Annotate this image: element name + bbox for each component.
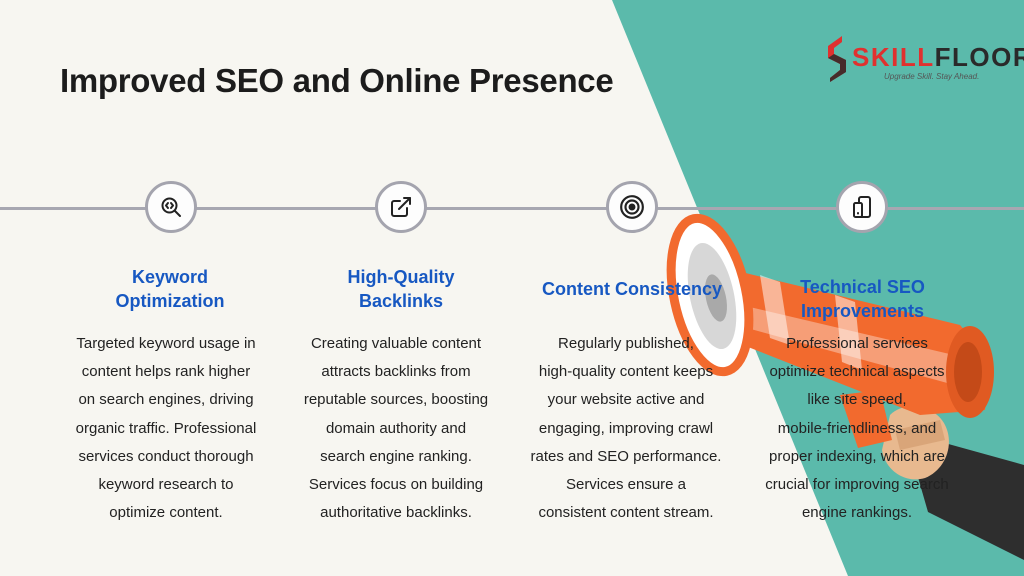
timeline-node-backlinks: [375, 181, 427, 233]
external-link-icon: [391, 197, 411, 217]
logo-word-floor: FLOOR: [934, 42, 1024, 72]
timeline-node-keyword: [145, 181, 197, 233]
search-code-icon: [161, 197, 181, 217]
column-title-content: Content Consistency: [541, 279, 723, 299]
timeline-node-technical: [836, 181, 888, 233]
column-body-technical: Professional services optimize technical…: [765, 335, 949, 522]
column-title-keyword: Keyword Optimization: [115, 267, 225, 311]
timeline-node-content: [606, 181, 658, 233]
column-body-content: Regularly published, high-quality conten…: [530, 335, 722, 522]
responsive-devices-icon: [853, 196, 871, 218]
column-title-technical: Technical SEO Improvements: [800, 277, 925, 321]
logo-mark-icon: [828, 36, 846, 82]
target-icon: [620, 195, 644, 219]
column-body-keyword: Targeted keyword usage in content helps …: [75, 335, 257, 522]
column-title-backlinks: High-Quality Backlinks: [347, 267, 455, 311]
column-body-backlinks: Creating valuable content attracts backl…: [303, 335, 489, 522]
logo-tagline: Upgrade Skill. Stay Ahead.: [884, 72, 980, 81]
skillfloor-logo: SKILLFLOOR Upgrade Skill. Stay Ahead.: [822, 34, 1024, 86]
timeline-line: [0, 207, 1024, 210]
slide-title: Improved SEO and Online Presence: [60, 62, 614, 99]
logo-word-skill: SKILL: [852, 42, 935, 72]
